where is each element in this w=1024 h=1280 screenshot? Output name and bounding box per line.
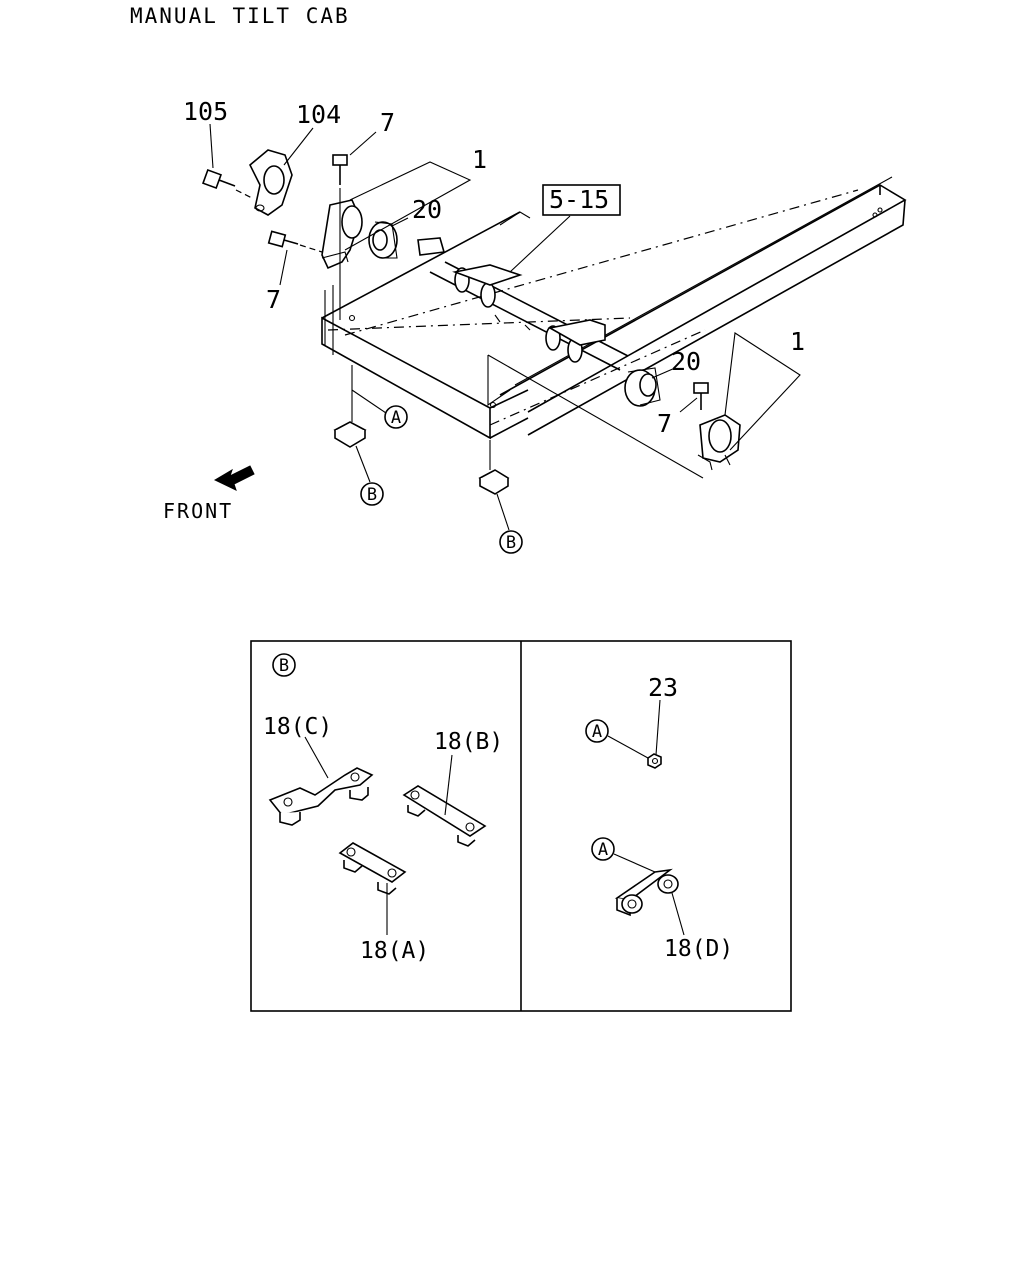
bolt-7-right <box>693 382 709 410</box>
bolt-7-top <box>332 154 348 320</box>
ref-b-left-letter: B <box>367 485 377 505</box>
callout-7-right: 7 <box>657 409 672 438</box>
callout-18a: 18(A) <box>360 938 429 964</box>
circled-letter-icon <box>585 719 609 743</box>
callout-20-top: 20 <box>412 195 442 224</box>
circled-letter-icon <box>499 530 523 554</box>
circled-letter-icon <box>384 405 408 429</box>
leader-18d <box>671 892 685 936</box>
left-bushing <box>368 221 398 259</box>
ref-a-nut-letter: A <box>592 722 602 742</box>
callout-23: 23 <box>648 673 678 702</box>
plate-18b <box>402 785 487 847</box>
callout-18c: 18(C) <box>263 714 332 740</box>
callout-104: 104 <box>296 100 341 129</box>
bolt-105 <box>202 169 253 199</box>
callout-7-left: 7 <box>266 285 281 314</box>
ref-b-right-letter: B <box>506 533 516 553</box>
ref-b-right: B <box>499 530 523 554</box>
plate-18a <box>338 842 407 895</box>
callout-105: 105 <box>183 97 228 126</box>
callout-5-15: 5-15 <box>549 185 609 214</box>
right-hinge-bracket <box>697 414 741 471</box>
callout-18b: 18(B) <box>434 729 503 755</box>
ref-a-plate-letter: A <box>598 840 608 860</box>
callout-5-15-box <box>542 184 621 216</box>
callout-18d: 18(D) <box>664 936 733 962</box>
circled-letter-icon <box>591 837 615 861</box>
leader-23 <box>655 699 661 756</box>
front-label: FRONT <box>163 499 233 523</box>
leader-18b <box>444 754 453 816</box>
plate-18d <box>614 868 679 917</box>
ref-a-main: A <box>384 405 408 429</box>
ref-a-plate: A <box>591 837 615 861</box>
front-arrow-icon <box>213 465 255 491</box>
diagram-title: MANUAL TILT CAB <box>130 4 350 28</box>
plate-18c <box>268 767 374 826</box>
ref-a-nut: A <box>585 719 609 743</box>
leader-a-nut <box>607 735 649 759</box>
callout-20-right: 20 <box>671 347 701 376</box>
lever-bracket-104 <box>249 149 293 216</box>
tilt-shaft <box>417 237 629 371</box>
leader-18c <box>304 736 329 779</box>
circled-letter-icon <box>272 653 296 677</box>
leader-lines <box>209 123 801 531</box>
callout-7-top: 7 <box>380 108 395 137</box>
callout-1-right: 1 <box>790 327 805 356</box>
nut-plate-right <box>478 440 510 495</box>
left-hinge-bracket <box>321 199 363 270</box>
callout-1-top: 1 <box>472 145 487 174</box>
detail-b-letter: B <box>279 656 289 676</box>
circled-letter-icon <box>360 482 384 506</box>
nut-plate-left <box>333 365 367 448</box>
right-bushing <box>624 367 661 407</box>
ref-a-main-letter: A <box>391 408 401 428</box>
ref-b-left: B <box>360 482 384 506</box>
bolt-7-left <box>267 230 323 253</box>
nut-23 <box>647 753 662 769</box>
detail-b-header: B <box>272 653 296 677</box>
leader-a-plate <box>613 853 656 873</box>
cab-mount-crossmember <box>321 176 907 479</box>
